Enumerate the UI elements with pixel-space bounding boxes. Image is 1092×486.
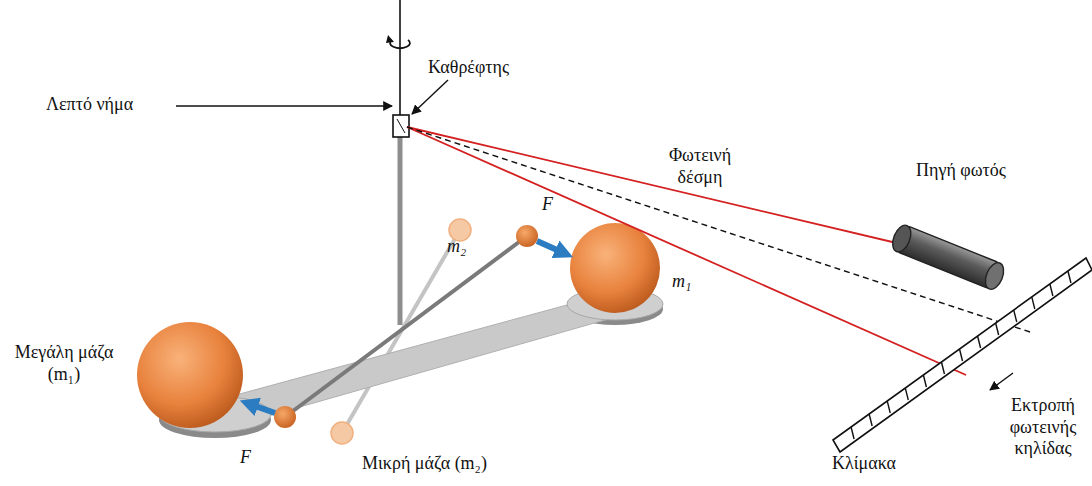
rotation-arrow-head	[386, 35, 394, 43]
light-source	[889, 223, 1007, 292]
thin-thread	[399, 0, 401, 116]
scale-tick	[869, 414, 872, 426]
beam-label: Φωτεινή δέσμη	[650, 145, 750, 188]
leader-arrow	[176, 105, 392, 106]
scale-tick	[960, 349, 963, 361]
mass-symbol: m₂	[447, 236, 466, 258]
initial-beam	[407, 127, 1030, 332]
force-arrow	[247, 403, 275, 413]
mirror-surface	[397, 119, 405, 133]
large-mass-label: Μεγάλη μάζα (m₁)	[14, 342, 114, 385]
scale-tick	[941, 362, 944, 374]
large-mass	[137, 322, 243, 428]
scale-tick	[851, 427, 854, 439]
scale-tick	[887, 401, 890, 413]
source-label: Πηγή φωτός	[913, 160, 1009, 182]
thread-label: Λεπτό νήμα	[46, 94, 133, 116]
reflected-beam	[407, 127, 966, 375]
initial-small-mass	[331, 422, 353, 444]
small-mass-label: Μικρή μάζα (m₂)	[362, 453, 487, 475]
force-symbol: F	[240, 447, 251, 469]
force-arrow	[537, 241, 566, 254]
scale-tick	[978, 336, 981, 348]
scale-tick	[1014, 310, 1017, 322]
scale-label: Κλίμακα	[832, 453, 896, 475]
scale-tick	[1032, 297, 1035, 309]
vertical-rod	[398, 137, 403, 325]
leader-arrow	[412, 80, 448, 114]
small-mass	[274, 406, 296, 428]
mass-symbol: m₁	[672, 271, 691, 293]
scale-tick	[1050, 284, 1053, 296]
scale-tick	[1068, 271, 1071, 283]
mirror-label: Καθρέφτης	[428, 57, 509, 79]
scale-tick	[905, 388, 908, 400]
small-mass	[516, 225, 538, 247]
incident-beam	[407, 127, 905, 245]
deflection-label: Εκτροπή φωτεινής κηλίδας	[998, 395, 1088, 460]
torsion-rod	[285, 236, 527, 417]
deflection-arrow	[990, 373, 1013, 390]
large-mass	[570, 223, 660, 313]
scale-tick	[923, 375, 926, 387]
scale-tick	[996, 323, 999, 335]
force-symbol: F	[542, 194, 553, 216]
mirror	[393, 115, 409, 137]
